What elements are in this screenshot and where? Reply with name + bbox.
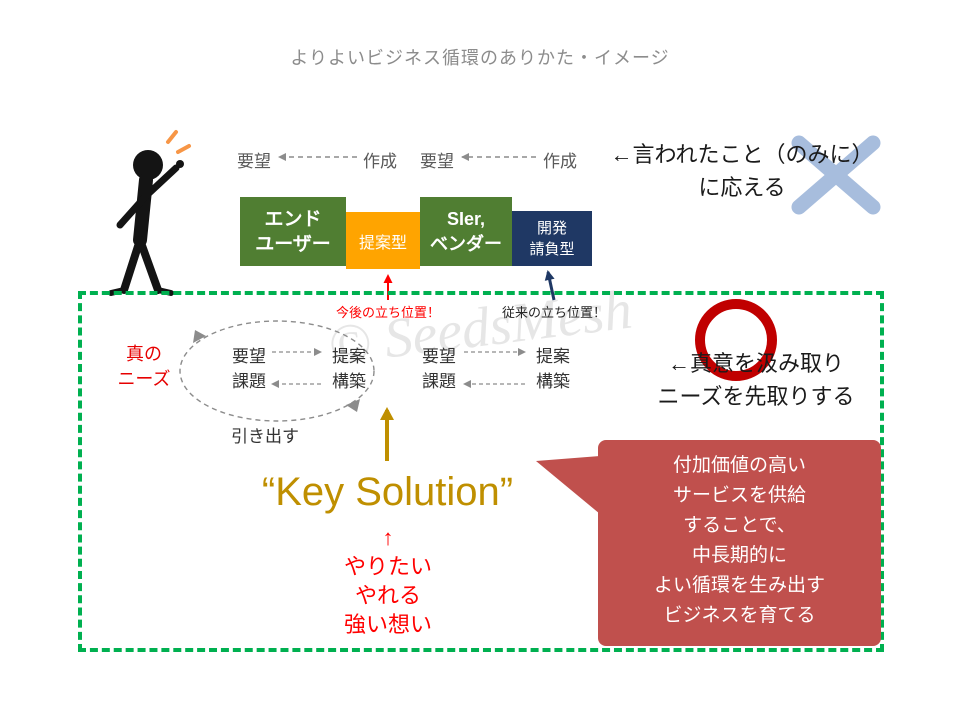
crossed-note-line1: ←言われたこと（のみに） <box>610 142 874 167</box>
request-label-1: 要望 <box>237 152 271 171</box>
sier-vendor-box: SIer, ベンダー <box>420 197 512 266</box>
insight-note: ←真意を汲み取り ニーズを先取りする <box>616 347 896 413</box>
red-circle-icon <box>695 299 777 381</box>
request-label-2: 要望 <box>420 152 454 171</box>
future-position-label: 今後の立ち位置！ <box>335 305 440 320</box>
x-mark-icon <box>791 135 881 215</box>
passion-label: ↑ やりたい やれる 強い想い <box>343 525 432 637</box>
cycle-dashed-border <box>78 291 884 652</box>
bubble-tail <box>536 456 600 514</box>
slide-title: よりよいビジネス循環のありかた・イメージ <box>290 48 670 68</box>
draw-out-label: 引き出す <box>231 427 299 446</box>
crossed-note-line2: に応える <box>698 175 786 200</box>
true-needs-label: 真の ニーズ <box>117 344 171 389</box>
speech-bubble: 付加価値の高い サービスを供給 することで、 中長期的に よい循環を生み出す ビ… <box>598 440 881 646</box>
stick-figure <box>108 130 191 296</box>
cycle-group-1: 要望 課題 <box>232 347 266 391</box>
cycle-group-2: 提案 構築 <box>332 347 366 391</box>
proposal-type-box: 提案型 <box>346 212 420 269</box>
needs-cycle-ellipse <box>179 320 375 422</box>
crossed-note: ←言われたこと（のみに） に応える <box>596 138 888 204</box>
insight-line2: ニーズを先取りする <box>657 384 855 409</box>
create-label-1: 作成 <box>363 152 397 171</box>
end-user-box: エンド ユーザー <box>240 197 346 266</box>
insight-line1: ←真意を汲み取り <box>667 351 844 376</box>
cycle-group-3: 要望 課題 <box>422 347 456 391</box>
key-solution-label: “Key Solution” <box>261 470 514 514</box>
dev-contract-box: 開発 請負型 <box>512 211 592 266</box>
cycle-arrows <box>271 348 526 388</box>
sparkle-icon <box>166 130 191 154</box>
cycle-group-4: 提案 構築 <box>536 347 570 391</box>
create-label-2: 作成 <box>543 152 577 171</box>
legacy-position-arrow <box>544 270 556 301</box>
legacy-position-label: 従来の立ち位置！ <box>501 305 606 320</box>
